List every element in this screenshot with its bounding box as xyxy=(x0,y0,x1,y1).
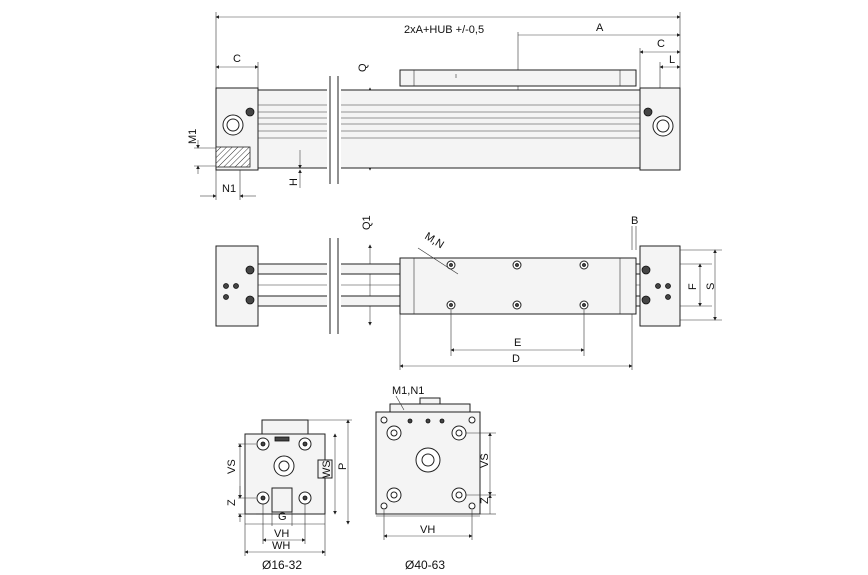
small-dim-label-ws: WS xyxy=(321,460,333,478)
large-caption: Ø40-63 xyxy=(405,558,445,572)
front-view: Q1 M,N xyxy=(215,215,722,370)
dim-label-b: B xyxy=(631,215,638,227)
small-dim-label-z: Z xyxy=(226,499,238,506)
dim-label-q1: Q1 xyxy=(361,215,373,230)
large-dim-label-m1n1: M1,N1 xyxy=(392,385,424,397)
dim-label-mn: M,N xyxy=(422,230,446,251)
dim-label-c-right: C xyxy=(657,38,665,50)
small-caption: Ø16-32 xyxy=(262,558,302,572)
dim-label-a: A xyxy=(596,22,604,34)
stroke-note: 2xA+HUB +/-0,5 xyxy=(404,24,484,36)
small-dim-label-g: G xyxy=(278,511,287,523)
dim-label-h: H xyxy=(288,178,300,186)
dim-label-l: L xyxy=(669,54,675,66)
top-view: 2xA+HUB +/-0,5 A C C L Q xyxy=(187,12,681,200)
dim-label-m1: M1 xyxy=(187,129,199,144)
dim-label-c-left: C xyxy=(233,53,241,65)
dim-label-n1: N1 xyxy=(222,183,236,195)
dim-label-q: Q xyxy=(357,63,369,72)
dim-label-s: S xyxy=(705,283,717,290)
end-view-small: VS Z WS P G VH WH Ø16-32 xyxy=(226,419,352,572)
small-dim-label-wh: WH xyxy=(272,540,290,552)
small-dim-label-p: P xyxy=(337,463,349,470)
large-dim-label-vs: VS xyxy=(479,453,491,468)
dim-label-e: E xyxy=(514,337,521,349)
small-dim-label-vh: VH xyxy=(274,528,289,540)
dim-label-f: F xyxy=(687,283,699,290)
large-dim-label-z: Z xyxy=(479,497,491,504)
dim-label-d: D xyxy=(512,353,520,365)
large-dim-label-vh: VH xyxy=(420,524,435,536)
small-dim-label-vs: VS xyxy=(226,459,238,474)
end-view-large: M1,N1 VS Z VH Ø40-63 xyxy=(375,385,496,572)
